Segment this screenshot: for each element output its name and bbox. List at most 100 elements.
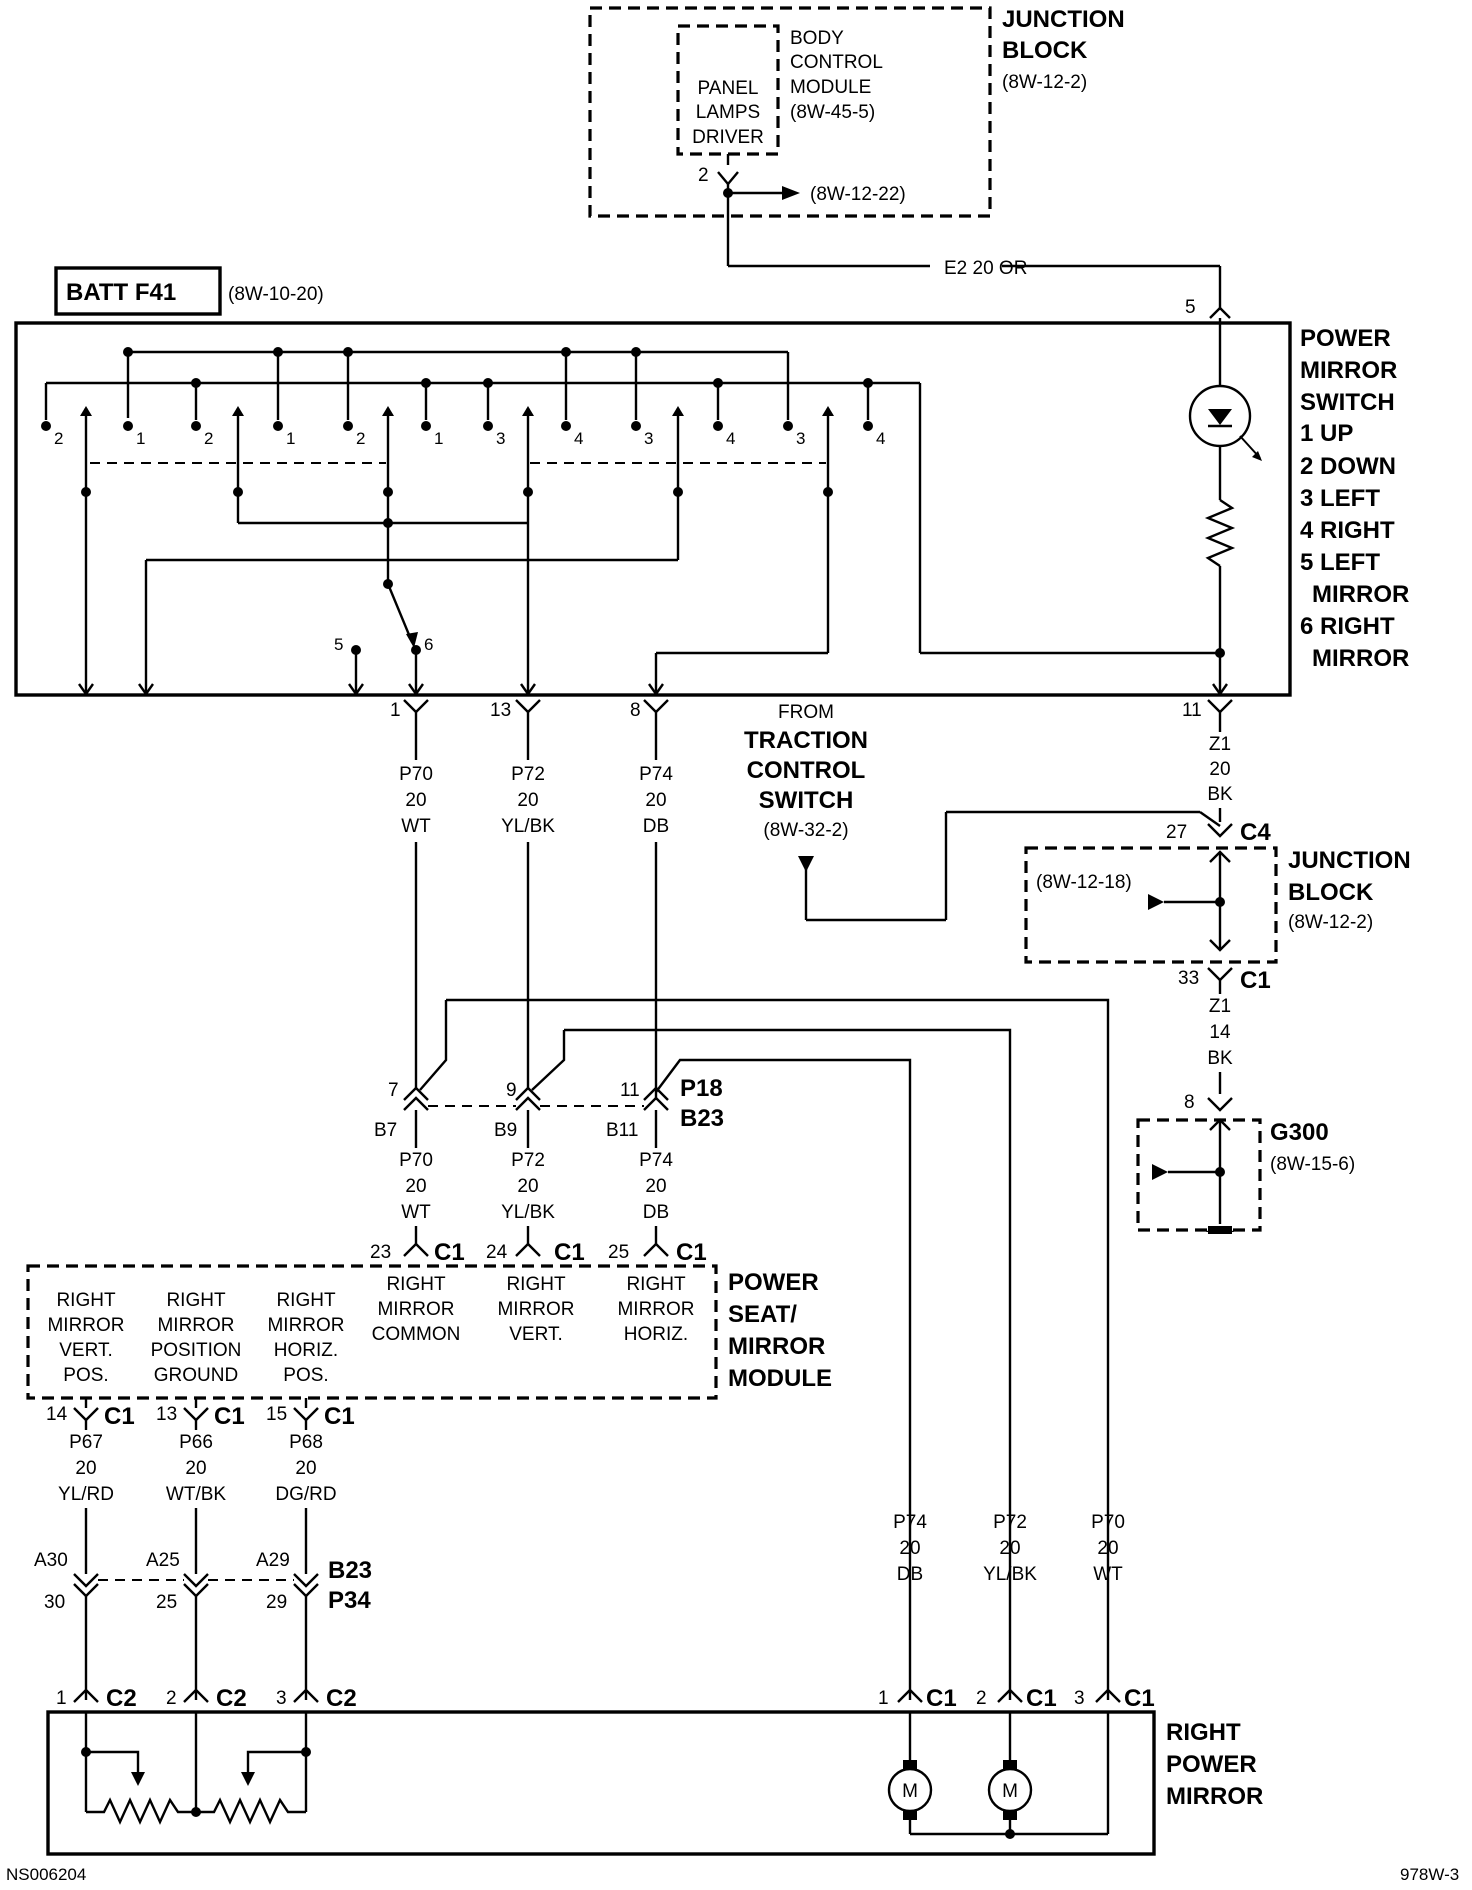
- module-top-label-2c: VERT.: [509, 1324, 563, 1345]
- module-bottom-conn-2: C1: [214, 1403, 245, 1430]
- inline-pin-top-1: 7: [388, 1080, 399, 1101]
- mirror-c2-pin-1: 1: [56, 1688, 67, 1709]
- module-bottom-label-3d: POS.: [283, 1365, 328, 1386]
- module-top-pin-2: 24: [486, 1242, 508, 1263]
- module-bottom-label-3b: MIRROR: [267, 1315, 344, 1336]
- b23-p34-connector: [73, 1573, 319, 1598]
- jb-mid-pin-top: 27: [1166, 822, 1187, 843]
- switch-out-pin-4: 11: [1182, 700, 1202, 721]
- switch-title-2: MIRROR: [1300, 357, 1397, 384]
- switch-legend-4: 4 RIGHT: [1300, 517, 1395, 544]
- module-title-2: SEAT/: [728, 1301, 797, 1328]
- switch-bottom-arrows: [78, 683, 1228, 697]
- switch-in-pin: 5: [1185, 297, 1196, 318]
- g300-pin: 8: [1184, 1092, 1195, 1113]
- mirror-c2-conn-1: C2: [106, 1685, 137, 1712]
- ground-wire-2-color: BK: [1207, 1048, 1233, 1069]
- footer-right: 978W-3: [1400, 1865, 1459, 1884]
- wire-right-p72-color: YL/BK: [983, 1564, 1037, 1585]
- inline-label-1: P18: [680, 1075, 723, 1102]
- module-bottom-conn-3: C1: [324, 1403, 355, 1430]
- junction-block-top-title-2: BLOCK: [1002, 37, 1088, 64]
- module-title-4: MODULE: [728, 1365, 832, 1392]
- mirror-title-1: RIGHT: [1166, 1719, 1241, 1746]
- wire-out-p68-gauge: 20: [295, 1458, 316, 1479]
- switch-out-pin-1: 1: [390, 700, 401, 721]
- inline-pin-bottom-2: B9: [494, 1120, 517, 1141]
- contact-label-1: 2: [54, 429, 63, 448]
- module-top-label-1a: RIGHT: [386, 1274, 446, 1295]
- ground-wire-2-circuit: Z1: [1209, 996, 1231, 1017]
- inline-pin-bottom-1: B7: [374, 1120, 397, 1141]
- wire-right-p72-circuit: P72: [993, 1512, 1027, 1533]
- mirror-c1-pin-1: 1: [878, 1688, 889, 1709]
- motor-horiz-label: M: [1002, 1781, 1018, 1802]
- switch-out-pin-2: 13: [490, 700, 511, 721]
- arrow-right-icon: [1148, 894, 1164, 910]
- module-top-label-3a: RIGHT: [626, 1274, 686, 1295]
- module-bottom-label-2d: GROUND: [154, 1365, 238, 1386]
- junction-block-mid-outline: [1024, 846, 1278, 964]
- contact-label-11: 3: [796, 429, 805, 448]
- jb-mid-conn-top: C4: [1240, 819, 1271, 846]
- module-bottom-pin-3: 15: [266, 1404, 287, 1425]
- wire-in-p74-gauge: 20: [645, 1176, 666, 1197]
- footer-left: NS006204: [6, 1865, 86, 1884]
- contact-label-4: 1: [286, 429, 295, 448]
- wire-right-p72-gauge: 20: [999, 1538, 1020, 1559]
- jb-mid-pin-bottom: 33: [1178, 968, 1199, 989]
- wire-right-p74-gauge: 20: [899, 1538, 920, 1559]
- wire-right-p70-circuit: P70: [1091, 1512, 1125, 1533]
- wire-in-p70-gauge: 20: [405, 1176, 426, 1197]
- selector-label-6: 6: [424, 635, 433, 654]
- contact-label-10: 4: [726, 429, 735, 448]
- bcm-label-2: CONTROL: [790, 52, 883, 73]
- b23-pin-top-1: A30: [34, 1550, 68, 1571]
- bcm-label-1: BODY: [790, 28, 844, 49]
- mirror-c1-conn-3: C1: [1124, 1685, 1155, 1712]
- mirror-c2-pin-2: 2: [166, 1688, 177, 1709]
- module-bottom-label-2b: MIRROR: [157, 1315, 234, 1336]
- wire-in-p74-circuit: P74: [639, 1150, 673, 1171]
- right-power-mirror-outline: [46, 1710, 1156, 1856]
- switch-title-3: SWITCH: [1300, 389, 1395, 416]
- contact-label-8: 4: [574, 429, 583, 448]
- b23-pin-bottom-1: 30: [44, 1592, 65, 1613]
- module-bottom-pin-1: 14: [46, 1404, 68, 1425]
- module-title-1: POWER: [728, 1269, 819, 1296]
- wire-p70-gauge: 20: [405, 790, 426, 811]
- ground-wire-2-gauge: 14: [1209, 1022, 1231, 1043]
- wire-p72-circuit: P72: [511, 764, 545, 785]
- module-top-pin-3: 25: [608, 1242, 629, 1263]
- module-top-label-3c: HORIZ.: [624, 1324, 688, 1345]
- connector-female-icon: [1207, 823, 1233, 838]
- wire-p74-color: DB: [643, 816, 669, 837]
- mirror-c2-connectors: [73, 1688, 319, 1703]
- selector-arm: [386, 583, 414, 643]
- driver-pin: 2: [698, 165, 709, 186]
- contact-label-12: 4: [876, 429, 885, 448]
- junction-block-top-ref: (8W-12-2): [1002, 72, 1087, 93]
- inline-pin-top-2: 9: [506, 1080, 517, 1101]
- connector-male-icon: [1209, 306, 1231, 319]
- wire-e2-label: E2 20 OR: [944, 258, 1027, 279]
- switch-legend-5: 5 LEFT: [1300, 549, 1380, 576]
- inline-label-2: B23: [680, 1105, 724, 1132]
- b23-pin-bottom-3: 29: [266, 1592, 287, 1613]
- potentiometer-horiz-icon: [196, 1797, 306, 1825]
- module-top-conn-2: C1: [554, 1239, 585, 1266]
- wire-p72-color: YL/BK: [501, 816, 555, 837]
- wire-out-p68-color: DG/RD: [275, 1484, 336, 1505]
- bcm-label-4: (8W-45-5): [790, 102, 875, 123]
- junction-block-top-outline: [588, 6, 992, 218]
- wire-out-p67-gauge: 20: [75, 1458, 96, 1479]
- wire-out-p66-gauge: 20: [185, 1458, 206, 1479]
- batt-label: BATT F41: [66, 279, 176, 306]
- wire-out-p68-circuit: P68: [289, 1432, 323, 1453]
- ground-wire-1-gauge: 20: [1209, 759, 1230, 780]
- jb-mid-ref: (8W-12-2): [1288, 912, 1373, 933]
- module-top-label-2a: RIGHT: [506, 1274, 566, 1295]
- connector-female-icon: [717, 171, 739, 186]
- switch-legend-2: 2 DOWN: [1300, 453, 1396, 480]
